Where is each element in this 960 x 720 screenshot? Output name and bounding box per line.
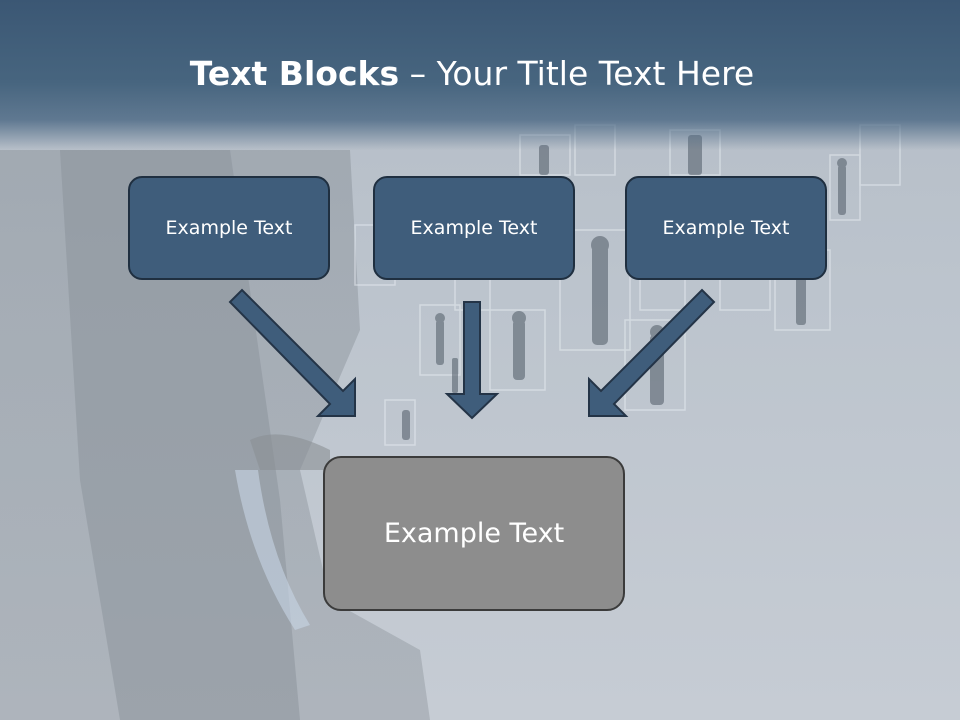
result-block: Example Text — [323, 456, 625, 611]
title-bold-part: Text Blocks — [189, 54, 400, 93]
header-bar — [0, 0, 960, 150]
title-rest: Your Title Text Here — [436, 54, 755, 93]
text-block-3: Example Text — [625, 176, 827, 280]
title-separator: – — [409, 54, 427, 93]
page-title: Text Blocks – Your Title Text Here — [0, 52, 944, 96]
text-block-1-label: Example Text — [165, 217, 293, 239]
text-block-2-label: Example Text — [410, 217, 538, 239]
text-block-3-label: Example Text — [662, 217, 790, 239]
text-block-2: Example Text — [373, 176, 575, 280]
result-block-label: Example Text — [383, 518, 565, 549]
text-block-1: Example Text — [128, 176, 330, 280]
